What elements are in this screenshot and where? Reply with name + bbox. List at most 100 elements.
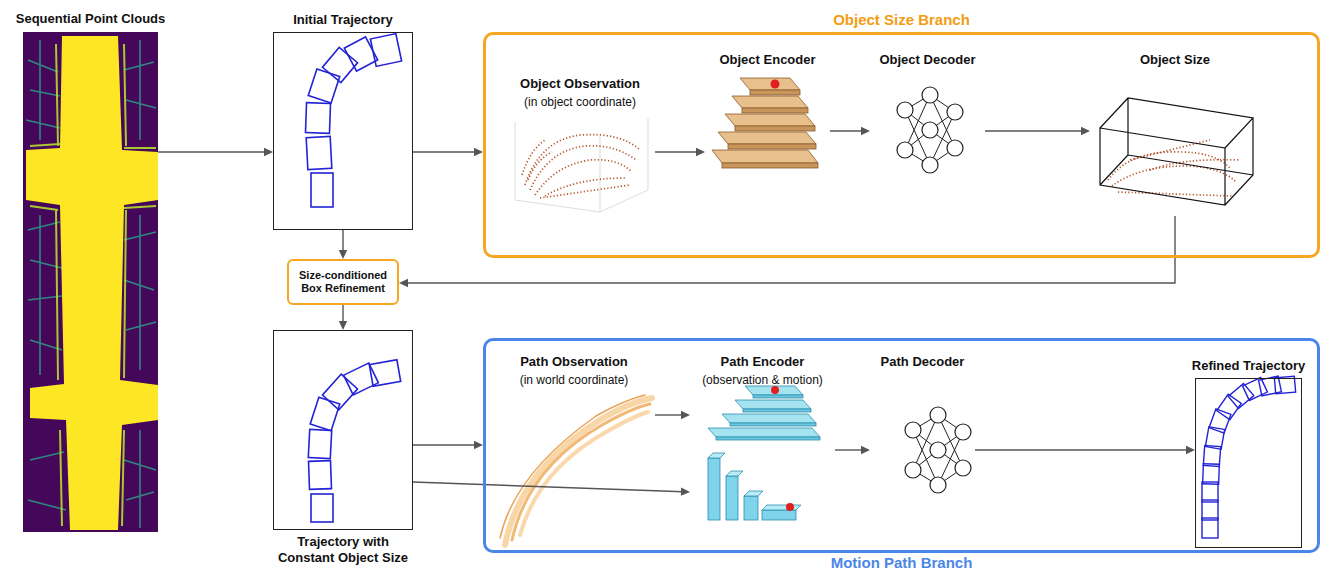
point-streak <box>505 398 652 545</box>
feature-slab <box>725 114 815 126</box>
feature-slab <box>745 386 803 395</box>
arrow-head <box>681 411 690 419</box>
neuron <box>905 422 921 438</box>
output-item: Object Size <box>1090 46 1260 216</box>
encoder-stack <box>712 78 818 168</box>
encoder-stack <box>708 386 820 440</box>
node-subtitle: (observation & motion) <box>702 373 823 387</box>
neuron <box>930 442 946 458</box>
bar <box>726 476 738 520</box>
box-glyph <box>369 360 400 387</box>
trajectory-frame: Trajectory with Constant Object Size <box>273 330 413 530</box>
bar <box>744 491 763 496</box>
arrow-head <box>339 250 347 259</box>
dense-points <box>26 36 158 530</box>
connector-arrow <box>158 148 273 156</box>
bar <box>762 510 796 520</box>
decoder-item: Path Decoder <box>870 348 975 513</box>
feature-dot <box>771 386 779 394</box>
neuron <box>922 122 938 138</box>
arrow-head <box>264 148 273 156</box>
arrow-head <box>861 446 870 454</box>
observation-item: Path Observation(in world coordinate) <box>493 348 655 548</box>
branch-panel: Motion Path BranchPath Observation(in wo… <box>483 338 1320 553</box>
decoder-network <box>905 407 971 493</box>
node-title: Object Observation <box>520 76 640 92</box>
path-points <box>500 395 652 545</box>
connector-arrow <box>339 305 347 330</box>
neuron <box>897 142 913 158</box>
node-title: Object Size Branch <box>833 11 970 29</box>
network-neurons <box>905 407 971 493</box>
box-glyph <box>1243 378 1268 401</box>
box-glyph <box>309 461 332 490</box>
point-scatter <box>522 135 640 198</box>
feature-slab <box>750 90 800 95</box>
arrow-head <box>339 321 347 330</box>
encoder-item: Object Encoder <box>705 46 830 186</box>
axis-grid <box>515 118 648 212</box>
feature-slab <box>718 132 816 144</box>
object-points <box>515 118 648 212</box>
box-glyph <box>322 47 357 82</box>
point-streak <box>520 412 648 535</box>
arrow-head <box>681 487 690 495</box>
decoder-item: Object Decoder <box>870 46 985 186</box>
neuron <box>955 424 971 440</box>
point-cloud-image: Sequential Point Clouds <box>23 32 158 532</box>
node-title: Size-conditioned Box Refinement <box>293 269 393 295</box>
neuron <box>947 104 963 120</box>
trajectory-frame: Initial Trajectory <box>273 32 413 230</box>
observation-item: Object Observation (in object coordinate) <box>505 70 655 215</box>
neuron <box>947 140 963 156</box>
box-glyph <box>305 103 330 134</box>
feature-slab <box>712 150 818 163</box>
motion-bars <box>708 453 801 520</box>
network-links <box>905 95 955 165</box>
feature-slab <box>740 78 800 90</box>
feature-slab <box>716 437 820 440</box>
arrow-head <box>474 148 483 156</box>
connector-arrow <box>975 446 1195 454</box>
feature-dot <box>771 80 780 89</box>
bar <box>708 458 720 520</box>
connector-arrow <box>399 216 1175 287</box>
node-title: Object Size <box>1140 52 1210 68</box>
feature-dot <box>786 503 794 511</box>
box-glyph <box>308 429 331 458</box>
connector-line <box>158 151 266 152</box>
feature-slab <box>742 108 808 113</box>
feature-slab <box>753 395 803 398</box>
node-title: Path Encoder <box>721 354 805 370</box>
decoder-network <box>897 87 963 173</box>
node-title: Path Observation <box>520 354 628 370</box>
trajectory-frame: Refined Trajectory <box>1195 378 1302 548</box>
connector-line <box>342 305 343 323</box>
connector-line <box>342 230 343 252</box>
neuron <box>930 407 946 423</box>
bar <box>762 505 801 510</box>
feature-slab <box>728 144 816 149</box>
box-glyph <box>1228 383 1254 408</box>
neuron <box>922 157 938 173</box>
feature-slab <box>708 428 820 437</box>
node-title: Initial Trajectory <box>293 12 393 28</box>
network-links <box>913 415 963 485</box>
network-neurons <box>897 87 963 173</box>
encoder-item: Path Encoder (observation & motion) <box>690 348 835 528</box>
bar <box>744 496 758 520</box>
box-glyph <box>306 136 332 169</box>
connector-line <box>413 444 476 445</box>
node-title: Sequential Point Clouds <box>16 11 166 27</box>
bar <box>708 453 725 458</box>
connector-arrow <box>339 230 347 259</box>
neuron <box>897 102 913 118</box>
connector-arrow <box>413 482 690 496</box>
arrow-head <box>861 127 870 135</box>
node-subtitle: (in object coordinate) <box>524 95 636 109</box>
image-ground <box>23 32 158 532</box>
box-glyph <box>311 173 333 207</box>
bounding-box <box>1100 98 1253 205</box>
